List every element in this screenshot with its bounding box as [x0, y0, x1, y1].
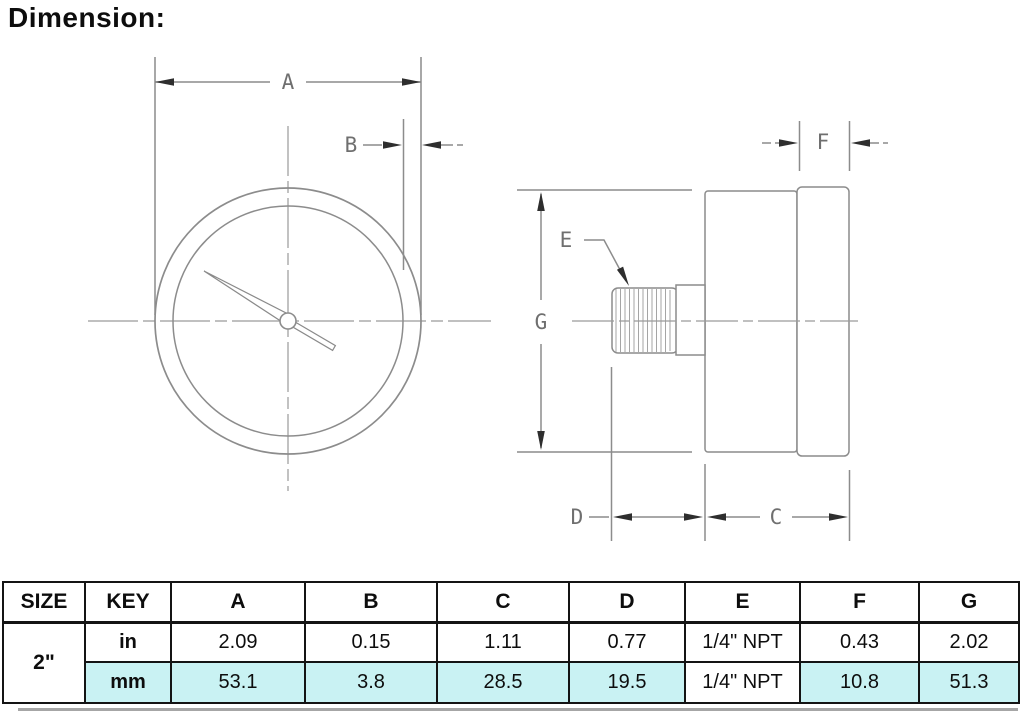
- table-header-row: SIZE KEY A B C D E F G: [2, 581, 1020, 624]
- cell-in-key: in: [84, 621, 172, 663]
- cell-mm-key: mm: [84, 661, 172, 704]
- cell-in-f: 0.43: [799, 621, 920, 663]
- arrowhead: [684, 513, 703, 521]
- cell-in-c: 1.11: [436, 621, 570, 663]
- gauge-needle-hub: [279, 312, 297, 330]
- cell-in-a: 2.09: [170, 621, 306, 663]
- gauge-inner-ring: [172, 205, 404, 437]
- arrowhead: [613, 513, 632, 521]
- header-c: C: [436, 581, 570, 624]
- dim-label-a: A: [282, 70, 295, 94]
- gauge-needle-pointer: [203, 270, 292, 326]
- side-view: [517, 121, 888, 541]
- front-view-arrowheads: [155, 78, 441, 149]
- cell-mm-f: 10.8: [799, 661, 920, 704]
- arrowhead: [155, 78, 174, 86]
- header-b: B: [304, 581, 438, 624]
- technical-drawing: A B: [88, 57, 888, 541]
- dim-label-g: G: [535, 310, 548, 334]
- gauge-outer-ring: [154, 187, 422, 455]
- side-view-arrowheads: [537, 139, 870, 521]
- header-size: SIZE: [2, 581, 86, 624]
- cell-in-b: 0.15: [304, 621, 438, 663]
- arrowhead: [707, 513, 726, 521]
- cell-size: 2": [2, 621, 86, 704]
- table-row-inches: 2" in 2.09 0.15 1.11 0.77 1/4" NPT 0.43 …: [2, 621, 1020, 704]
- header-g: G: [918, 581, 1020, 624]
- stem-collar: [675, 284, 706, 356]
- leader-line-e: [584, 239, 627, 282]
- cell-in-d: 0.77: [568, 621, 686, 663]
- arrowhead: [383, 141, 402, 149]
- dim-label-e: E: [560, 228, 573, 252]
- arrowhead: [537, 431, 545, 450]
- front-view: [88, 57, 491, 491]
- cell-mm-g: 51.3: [918, 661, 1020, 704]
- dim-label-b: B: [345, 133, 358, 157]
- dimension-table: SIZE KEY A B C D E F G 2" in 2.09 0.15 1…: [2, 581, 1020, 704]
- page-title: Dimension:: [8, 2, 166, 33]
- header-d: D: [568, 581, 686, 624]
- arrowhead: [779, 139, 798, 147]
- dim-label-d: D: [571, 505, 584, 529]
- cell-mm-e: 1/4" NPT: [684, 661, 801, 704]
- arrowhead: [402, 78, 421, 86]
- cell-mm-a: 53.1: [170, 661, 306, 704]
- header-key: KEY: [84, 581, 172, 624]
- header-a: A: [170, 581, 306, 624]
- arrowhead: [616, 266, 629, 286]
- table-row-millimeters: mm 53.1 3.8 28.5 19.5 1/4" NPT 10.8 51.3: [3, 661, 1020, 704]
- arrowhead: [829, 513, 848, 521]
- cell-mm-c: 28.5: [436, 661, 570, 704]
- dim-label-c: C: [770, 505, 783, 529]
- table-shadow-line: [18, 708, 1018, 711]
- cell-in-e: 1/4" NPT: [684, 621, 801, 663]
- arrowhead: [851, 139, 870, 147]
- header-f: F: [799, 581, 920, 624]
- cell-in-g: 2.02: [918, 621, 1020, 663]
- arrowhead: [422, 141, 441, 149]
- cell-mm-d: 19.5: [568, 661, 686, 704]
- arrowhead: [537, 192, 545, 211]
- dim-label-f: F: [817, 130, 830, 154]
- header-e: E: [684, 581, 801, 624]
- cell-mm-b: 3.8: [304, 661, 438, 704]
